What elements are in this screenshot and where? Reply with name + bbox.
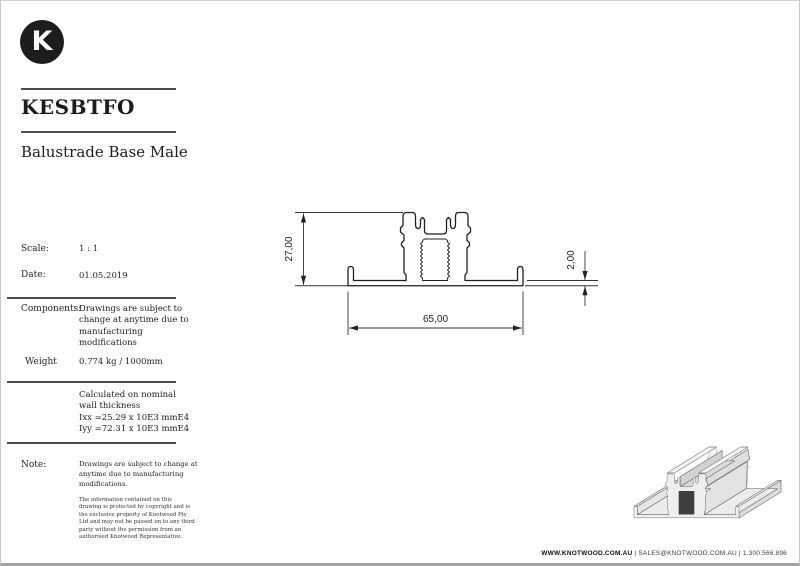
footer-email-phone: | SALES@KNOTWOOD.COM.AU | 1.300.566.896 [632, 550, 787, 557]
sidebar-divider [7, 381, 176, 383]
product-code: KESBTFO [21, 95, 135, 119]
iso-face [666, 446, 717, 474]
weight-label: Weight [25, 357, 57, 367]
dim-thickness-label: 2,00 [566, 250, 577, 270]
calculation-block: Calculated on nominal wall thickness Ixx… [79, 390, 190, 435]
title-rule-top [21, 88, 176, 90]
scale-value: 1 : 1 [79, 244, 99, 254]
footer-contact: WWW.KNOTWOOD.COM.AU | SALES@KNOTWOOD.COM… [541, 550, 787, 557]
copyright-fine-print: The information contained on this drawin… [79, 497, 195, 541]
cross-section-drawing: 27,00 2,00 65,00 [284, 211, 598, 335]
dim-width-label: 65,00 [423, 314, 448, 325]
iso-screw-channel-shadow [678, 491, 695, 515]
brand-logo: K [20, 20, 64, 64]
profile-outline [347, 211, 524, 287]
date-label: Date: [21, 270, 46, 280]
title-rule-bottom [21, 131, 176, 133]
sidebar-divider [7, 297, 176, 299]
dimension-width [347, 291, 524, 335]
dim-height-label: 27,00 [284, 236, 295, 261]
scale-label: Scale: [21, 244, 49, 254]
isometric-preview [633, 446, 782, 519]
weight-value: 0.774 kg / 1000mm [79, 357, 163, 367]
brand-logo-letter: K [31, 25, 53, 57]
dimension-height [295, 212, 403, 287]
footer-website: WWW.KNOTWOOD.COM.AU [541, 550, 633, 557]
components-value: Drawings are subject to change at anytim… [79, 304, 189, 349]
date-value: 01.05.2019 [79, 271, 128, 281]
iso-face [705, 449, 750, 486]
note-label: Note: [21, 460, 47, 470]
note-text: Drawings are subject to change at anytim… [79, 460, 198, 489]
dimension-thickness [525, 251, 598, 306]
components-label: Components: [21, 304, 82, 314]
sidebar-divider [7, 442, 176, 444]
product-name: Balustrade Base Male [21, 143, 188, 161]
iso-face [698, 446, 749, 474]
